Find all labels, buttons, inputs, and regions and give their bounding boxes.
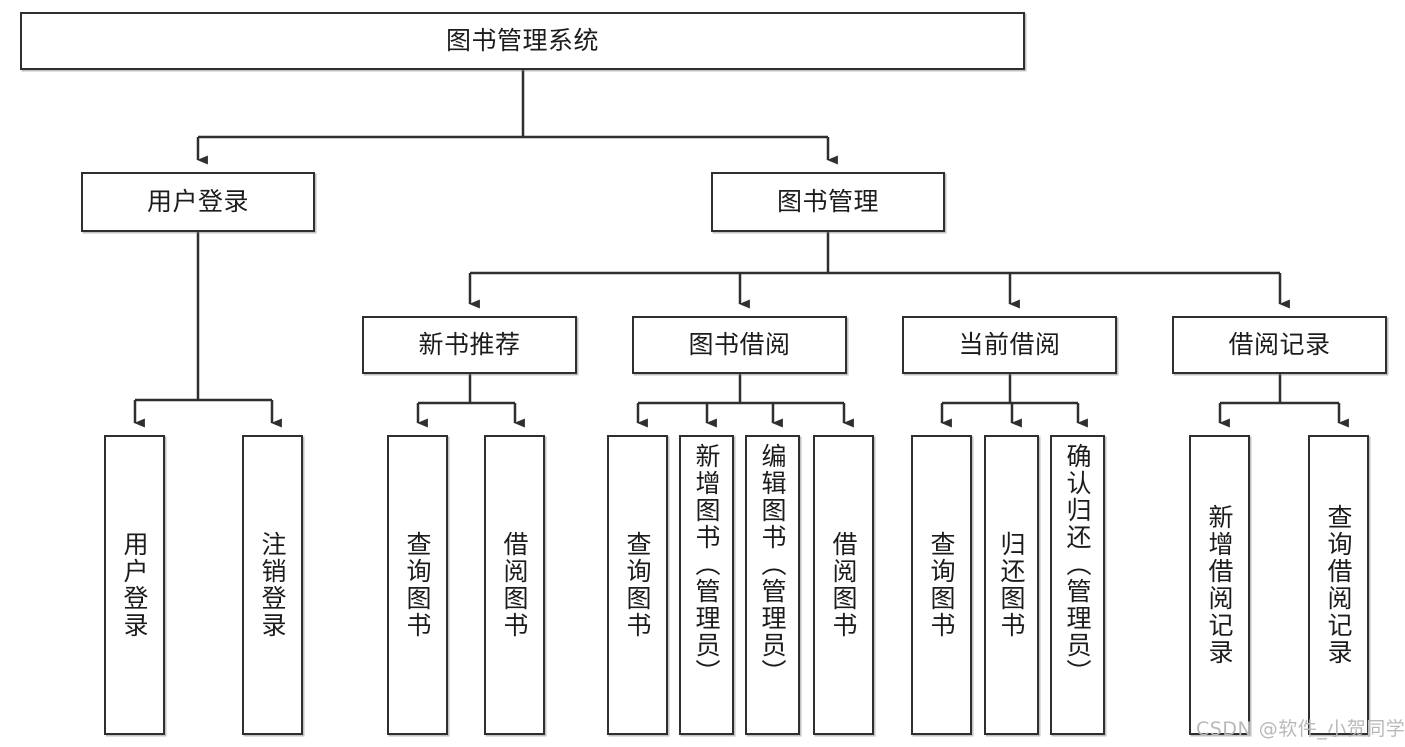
- node-borrow-record[interactable]: 借阅记录: [1172, 316, 1387, 374]
- leaf-query-book-current[interactable]: 查询图书: [911, 435, 972, 735]
- leaf-borrow-book-recommend[interactable]: 借阅图书: [484, 435, 545, 735]
- leaf-edit-book-admin[interactable]: 编辑图书（管理员）: [745, 435, 800, 735]
- node-label: 查询图书: [623, 531, 652, 639]
- node-label: 新增图书（管理员）: [692, 443, 721, 686]
- node-new-book-recommend[interactable]: 新书推荐: [362, 316, 577, 374]
- node-label: 查询图书: [403, 531, 432, 639]
- node-label: 当前借阅: [958, 330, 1061, 359]
- node-label: 借阅图书: [829, 531, 858, 639]
- leaf-user-login[interactable]: 用户登录: [104, 435, 165, 735]
- node-book-borrow[interactable]: 图书借阅: [632, 316, 847, 374]
- node-book-management[interactable]: 图书管理: [711, 172, 945, 232]
- node-label: 用户登录: [120, 531, 149, 639]
- node-label: 新书推荐: [418, 330, 521, 359]
- node-label: 图书管理: [776, 187, 879, 216]
- node-label: 新增借阅记录: [1205, 504, 1234, 666]
- node-label: 查询借阅记录: [1324, 504, 1353, 666]
- node-label: 用户登录: [146, 187, 249, 216]
- node-label: 图书管理系统: [445, 26, 599, 55]
- node-current-borrow[interactable]: 当前借阅: [902, 316, 1117, 374]
- node-label: 查询图书: [927, 531, 956, 639]
- node-label: 注销登录: [258, 531, 287, 639]
- leaf-logout[interactable]: 注销登录: [242, 435, 303, 735]
- leaf-query-borrow-record[interactable]: 查询借阅记录: [1308, 435, 1369, 735]
- node-user-login[interactable]: 用户登录: [81, 172, 315, 232]
- leaf-query-book[interactable]: 查询图书: [607, 435, 668, 735]
- leaf-query-book-recommend[interactable]: 查询图书: [387, 435, 448, 735]
- node-root[interactable]: 图书管理系统: [20, 12, 1025, 70]
- node-label: 归还图书: [997, 531, 1026, 639]
- node-label: 编辑图书（管理员）: [758, 443, 787, 686]
- node-label: 图书借阅: [688, 330, 791, 359]
- leaf-add-book-admin[interactable]: 新增图书（管理员）: [679, 435, 734, 735]
- leaf-return-book[interactable]: 归还图书: [984, 435, 1039, 735]
- leaf-add-borrow-record[interactable]: 新增借阅记录: [1189, 435, 1250, 735]
- node-label: 借阅图书: [500, 531, 529, 639]
- node-label: 确认归还（管理员）: [1063, 443, 1092, 686]
- csdn-watermark: CSDN @软件_小贺同学: [1196, 718, 1405, 740]
- node-label: 借阅记录: [1228, 330, 1331, 359]
- leaf-borrow-book[interactable]: 借阅图书: [813, 435, 874, 735]
- leaf-confirm-return-admin[interactable]: 确认归还（管理员）: [1050, 435, 1105, 735]
